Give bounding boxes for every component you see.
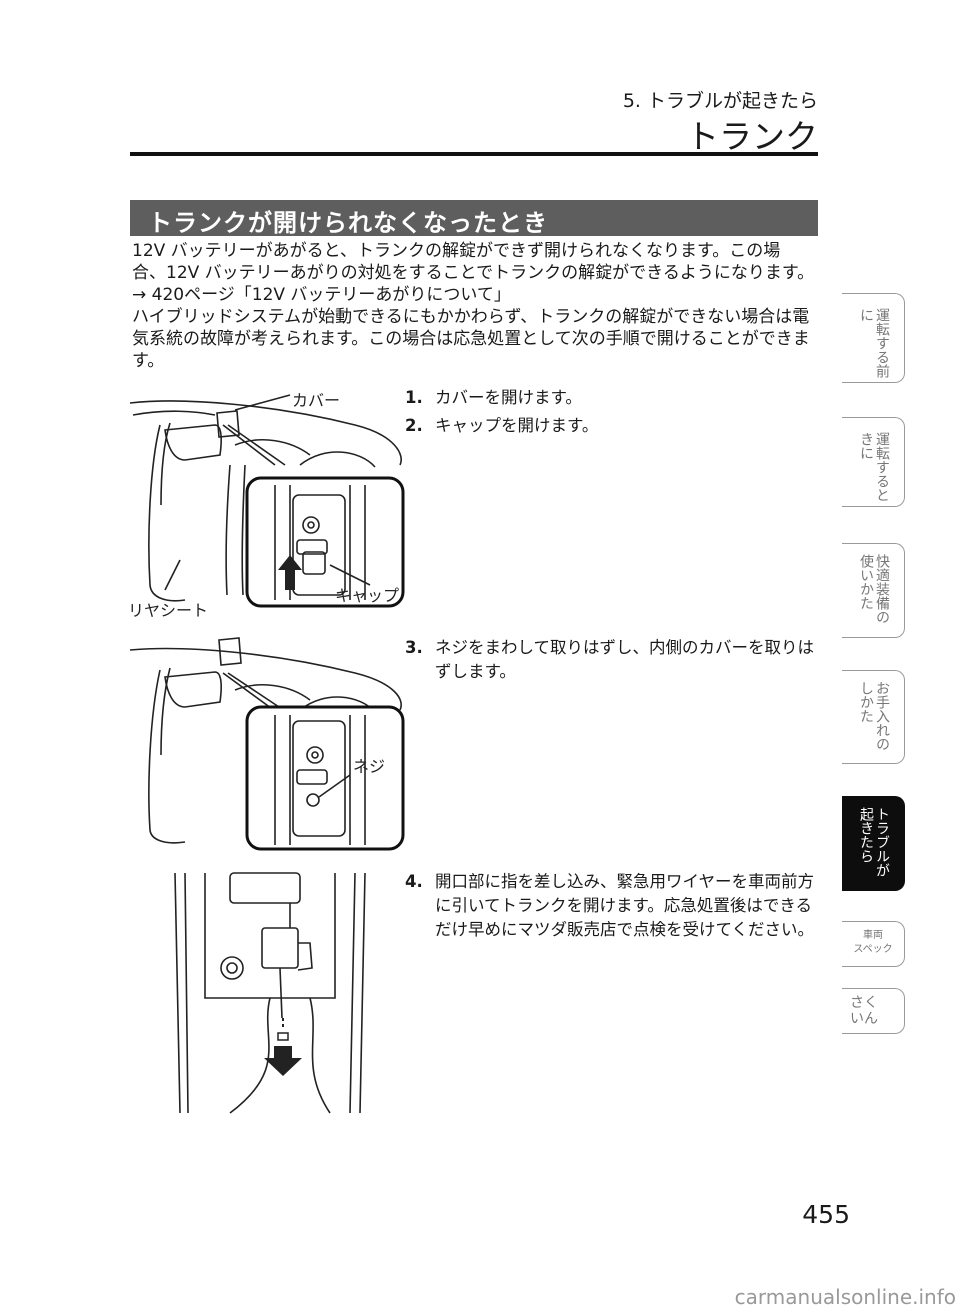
figure-screw: ネジ <box>125 635 410 855</box>
chapter-title: 5. トラブルが起きたら <box>622 90 818 112</box>
step-4: 4. 開口部に指を差し込み、緊急用ワイヤーを車両前方に引いてトランクを開けます。… <box>405 870 823 942</box>
step-text: ネジをまわして取りはずし、内側のカバーを取りはずします。 <box>435 638 815 681</box>
step-text: 開口部に指を差し込み、緊急用ワイヤーを車両前方に引いてトランクを開けます。応急処… <box>435 872 815 939</box>
label-cover: カバー <box>292 391 341 410</box>
section-heading: トランクが開けられなくなったとき <box>130 200 818 237</box>
step-3: 3. ネジをまわして取りはずし、内側のカバーを取りはずします。 <box>405 636 823 684</box>
step-text: キャップを開けます。 <box>435 416 599 435</box>
step-1: 1. カバーを開けます。 <box>405 386 823 410</box>
intro-paragraph: 12V バッテリーがあがると、トランクの解錠ができず開けられなくなります。この場… <box>132 240 820 372</box>
illustration-trunk-armrest <box>129 394 405 608</box>
page-number: 455 <box>802 1200 850 1229</box>
label-cap: キャップ <box>335 586 400 605</box>
side-tab-specifications[interactable]: 車両 スペック <box>842 921 905 967</box>
figure-cover-cap: カバー キャップ リヤシート <box>125 385 410 625</box>
side-tab-label: お手入れのしかた <box>858 681 890 751</box>
step-2: 2. キャップを開けます。 <box>405 414 823 438</box>
section-heading-text: トランクが開けられなくなったとき <box>148 209 548 237</box>
header-rule <box>130 152 818 156</box>
side-tab-label: さくいん <box>850 995 878 1027</box>
page-title: トランク <box>686 117 818 156</box>
side-tab-comfort-equipment[interactable]: 快適装備の使いかた <box>842 543 905 638</box>
side-tab-before-driving[interactable]: 運転する前に <box>842 293 905 383</box>
step-number: 2. <box>405 416 423 435</box>
side-tab-label: スペック <box>853 944 893 955</box>
side-tab-while-driving[interactable]: 運転するときに <box>842 417 905 507</box>
illustration-emergency-wire <box>174 872 366 1114</box>
illustration-inner-cover <box>129 637 405 851</box>
label-rear-seat: リヤシート <box>128 601 209 620</box>
side-tab-troubleshooting[interactable]: トラブルが起きたら <box>842 796 905 891</box>
side-tab-label: 快適装備の使いかた <box>858 554 890 624</box>
label-screw: ネジ <box>353 757 386 776</box>
step-number: 1. <box>405 388 423 407</box>
step-number: 4. <box>405 872 423 891</box>
side-tab-label: トラブルが起きたら <box>858 807 890 877</box>
intro-line: 12V バッテリーがあがると、トランクの解錠ができず開けられなくなります。この場 <box>132 241 781 261</box>
side-tab-index[interactable]: さくいん <box>842 988 905 1034</box>
side-tab-label: 運転するときに <box>858 432 890 502</box>
watermark: carmanualsonline.info <box>734 1285 956 1309</box>
side-tab-label: 運転する前に <box>858 308 890 378</box>
intro-line: 気系統の故障が考えられます。この場合は応急処置として次の手順で開けることができま <box>132 329 810 349</box>
step-number: 3. <box>405 638 423 657</box>
side-tab-label: 車両 <box>863 930 883 941</box>
figure-emergency-wire <box>170 868 370 1118</box>
side-tab-maintenance[interactable]: お手入れのしかた <box>842 670 905 764</box>
intro-line: ハイブリッドシステムが始動できるにもかかわらず、トランクの解錠ができない場合は電 <box>132 307 810 327</box>
intro-line: 合、12V バッテリーあがりの対処をすることでトランクの解錠ができるようになりま… <box>132 263 815 283</box>
cross-reference-link[interactable]: → 420ページ「12V バッテリーあがりについて」 <box>132 285 511 305</box>
step-text: カバーを開けます。 <box>435 388 582 407</box>
intro-line: す。 <box>132 351 165 371</box>
